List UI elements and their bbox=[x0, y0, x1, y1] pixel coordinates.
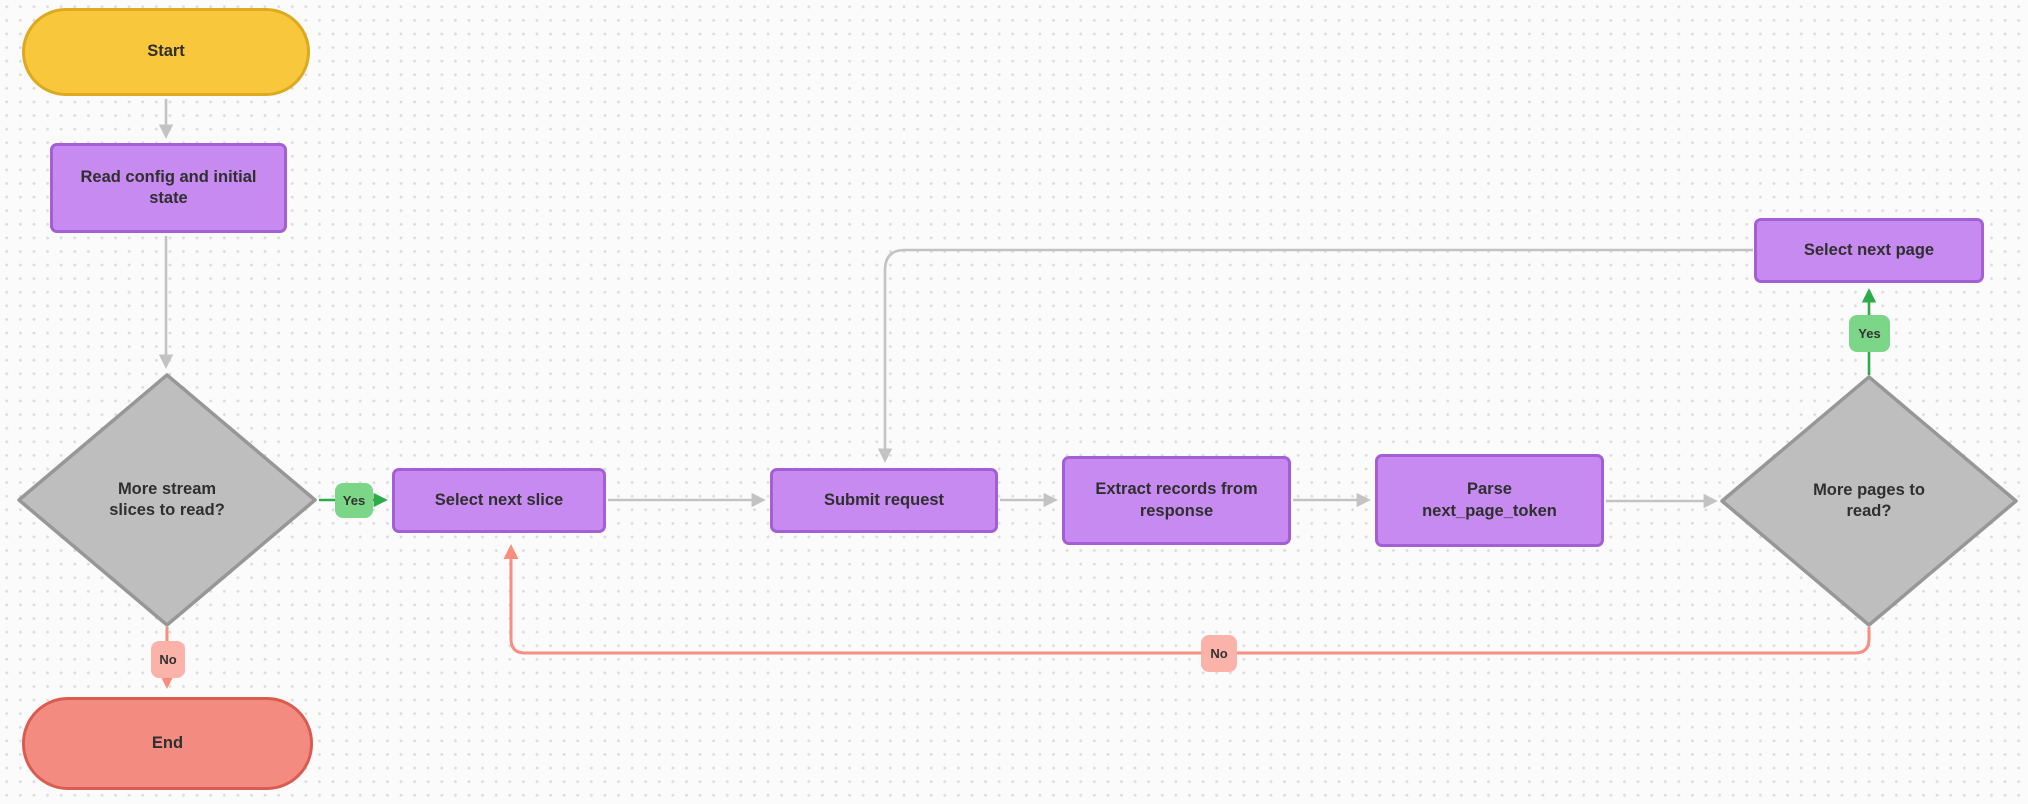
node-start[interactable]: Start bbox=[22, 8, 310, 96]
edge-more-pages-no-to-select-slice[interactable] bbox=[503, 544, 1871, 655]
decision-more-pages-shape[interactable] bbox=[1720, 375, 2018, 627]
node-more-slices-label: More stream slices to read? bbox=[109, 479, 225, 519]
node-more-pages-label: More pages to read? bbox=[1813, 480, 1925, 520]
edge-select-page-to-submit-request[interactable] bbox=[877, 248, 1753, 463]
edge-label-more-slices-no[interactable]: No bbox=[151, 641, 185, 678]
node-parse-token[interactable]: Parse next_page_token bbox=[1375, 454, 1604, 547]
node-select-slice[interactable]: Select next slice bbox=[392, 468, 606, 533]
node-read-config-label: Read config and initial state bbox=[80, 167, 257, 207]
node-end-label: End bbox=[151, 733, 184, 752]
decision-more-slices-shape[interactable] bbox=[17, 373, 317, 627]
edge-label-more-pages-yes[interactable]: Yes bbox=[1849, 315, 1890, 352]
node-select-page-label: Select next page bbox=[1803, 240, 1935, 259]
node-read-config[interactable]: Read config and initial state bbox=[50, 143, 287, 233]
node-extract-records[interactable]: Extract records from response bbox=[1062, 456, 1291, 545]
node-select-slice-label: Select next slice bbox=[434, 490, 564, 509]
edge-label-more-pages-no[interactable]: No bbox=[1201, 635, 1237, 672]
node-end[interactable]: End bbox=[22, 697, 313, 790]
edge-label-more-slices-yes[interactable]: Yes bbox=[335, 483, 373, 518]
node-submit-request-label: Submit request bbox=[823, 490, 945, 509]
node-select-page[interactable]: Select next page bbox=[1754, 218, 1984, 283]
node-parse-token-label: Parse next_page_token bbox=[1422, 480, 1557, 520]
node-extract-records-label: Extract records from response bbox=[1095, 480, 1258, 520]
node-submit-request[interactable]: Submit request bbox=[770, 468, 998, 533]
node-start-label: Start bbox=[147, 42, 185, 61]
